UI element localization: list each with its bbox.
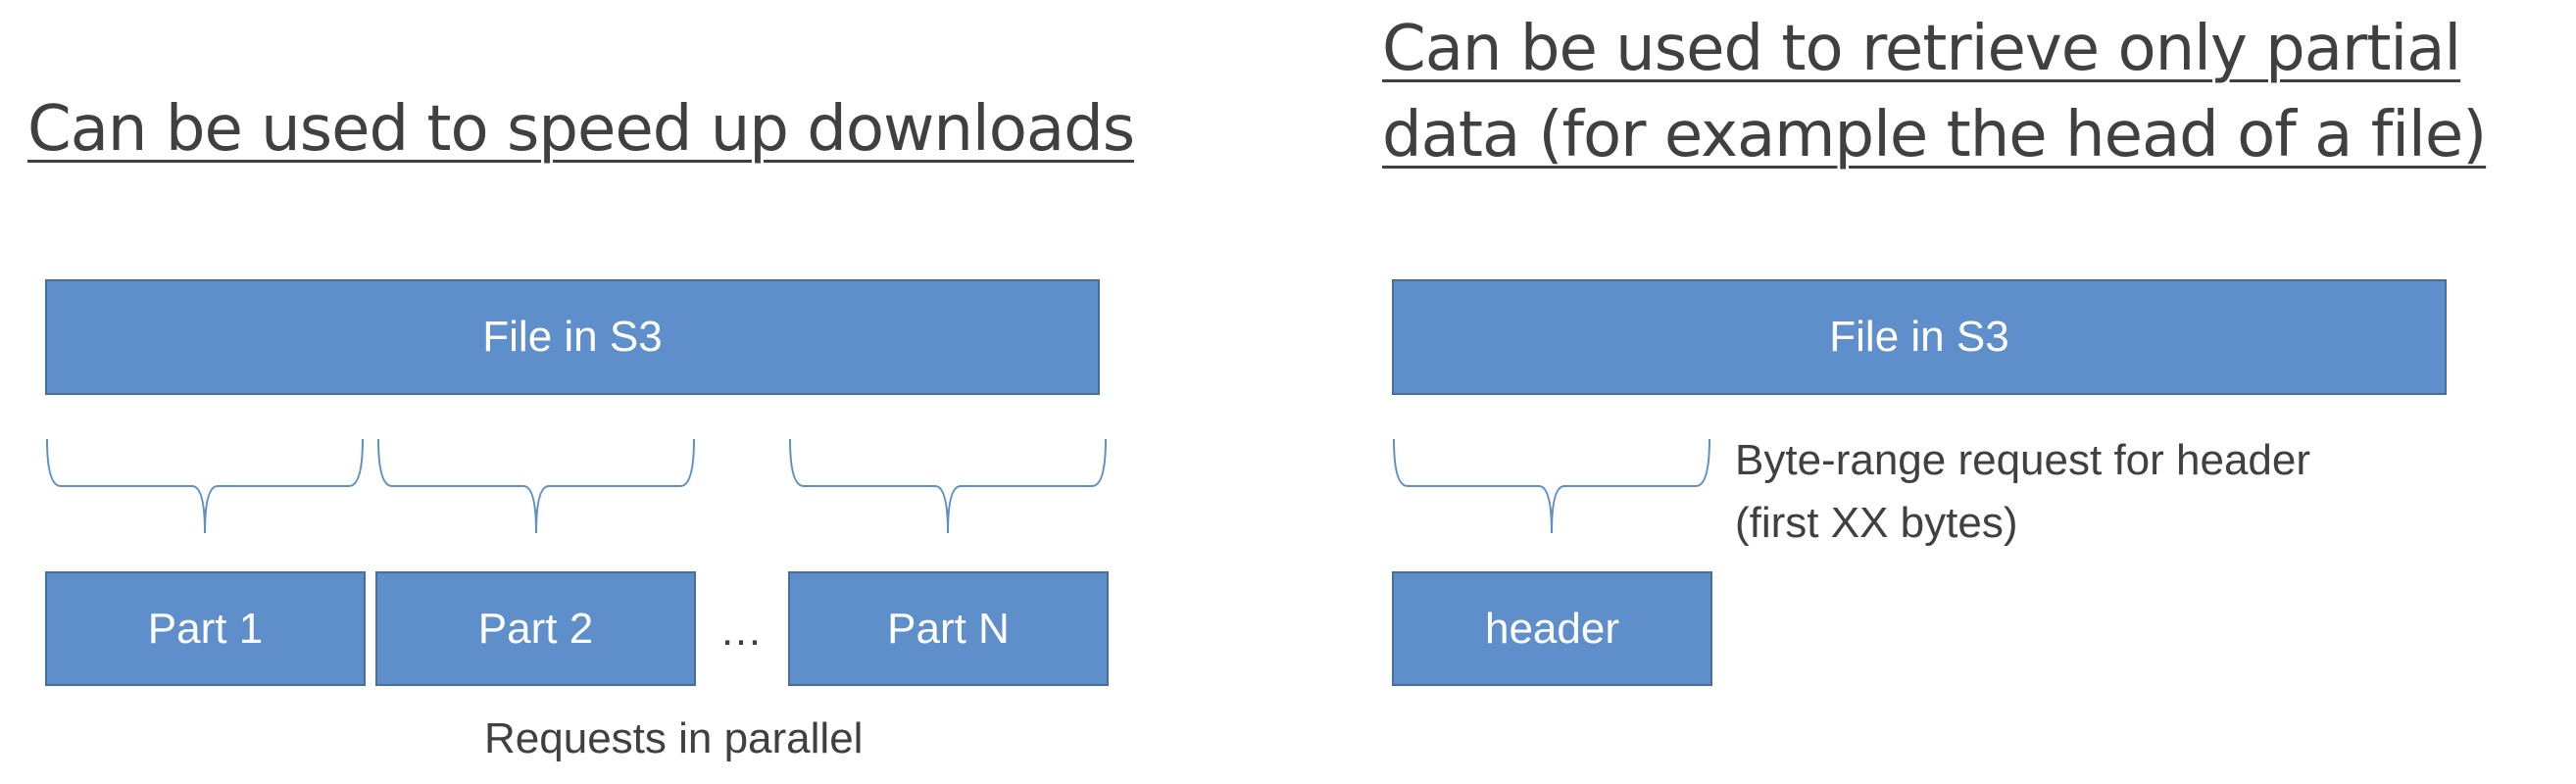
brace-part-2 — [377, 438, 695, 534]
part-n-box: Part N — [788, 571, 1109, 686]
header-box: header — [1392, 571, 1712, 686]
part-1-box: Part 1 — [45, 571, 366, 686]
byte-range-annotation-line-2: (first XX bytes) — [1735, 499, 2018, 547]
brace-part-n — [789, 438, 1107, 534]
heading-retrieve-partial-data-line-2: data (for example the head of a file) — [1382, 99, 2487, 172]
file-in-s3-box-right: File in S3 — [1392, 279, 2447, 395]
heading-speed-up-downloads: Can be used to speed up downloads — [27, 93, 1135, 166]
part-2-box: Part 2 — [375, 571, 696, 686]
ellipsis: … — [719, 607, 763, 655]
heading-retrieve-partial-data-line-1: Can be used to retrieve only partial — [1382, 13, 2461, 85]
heading-retrieve-partial-data: Can be used to retrieve only partial dat… — [1382, 6, 2487, 178]
requests-in-parallel-caption: Requests in parallel — [484, 714, 864, 762]
byte-range-annotation-line-1: Byte-range request for header — [1735, 436, 2311, 484]
file-in-s3-box-left: File in S3 — [45, 279, 1100, 395]
brace-part-1 — [46, 438, 364, 534]
brace-header — [1393, 438, 1710, 534]
